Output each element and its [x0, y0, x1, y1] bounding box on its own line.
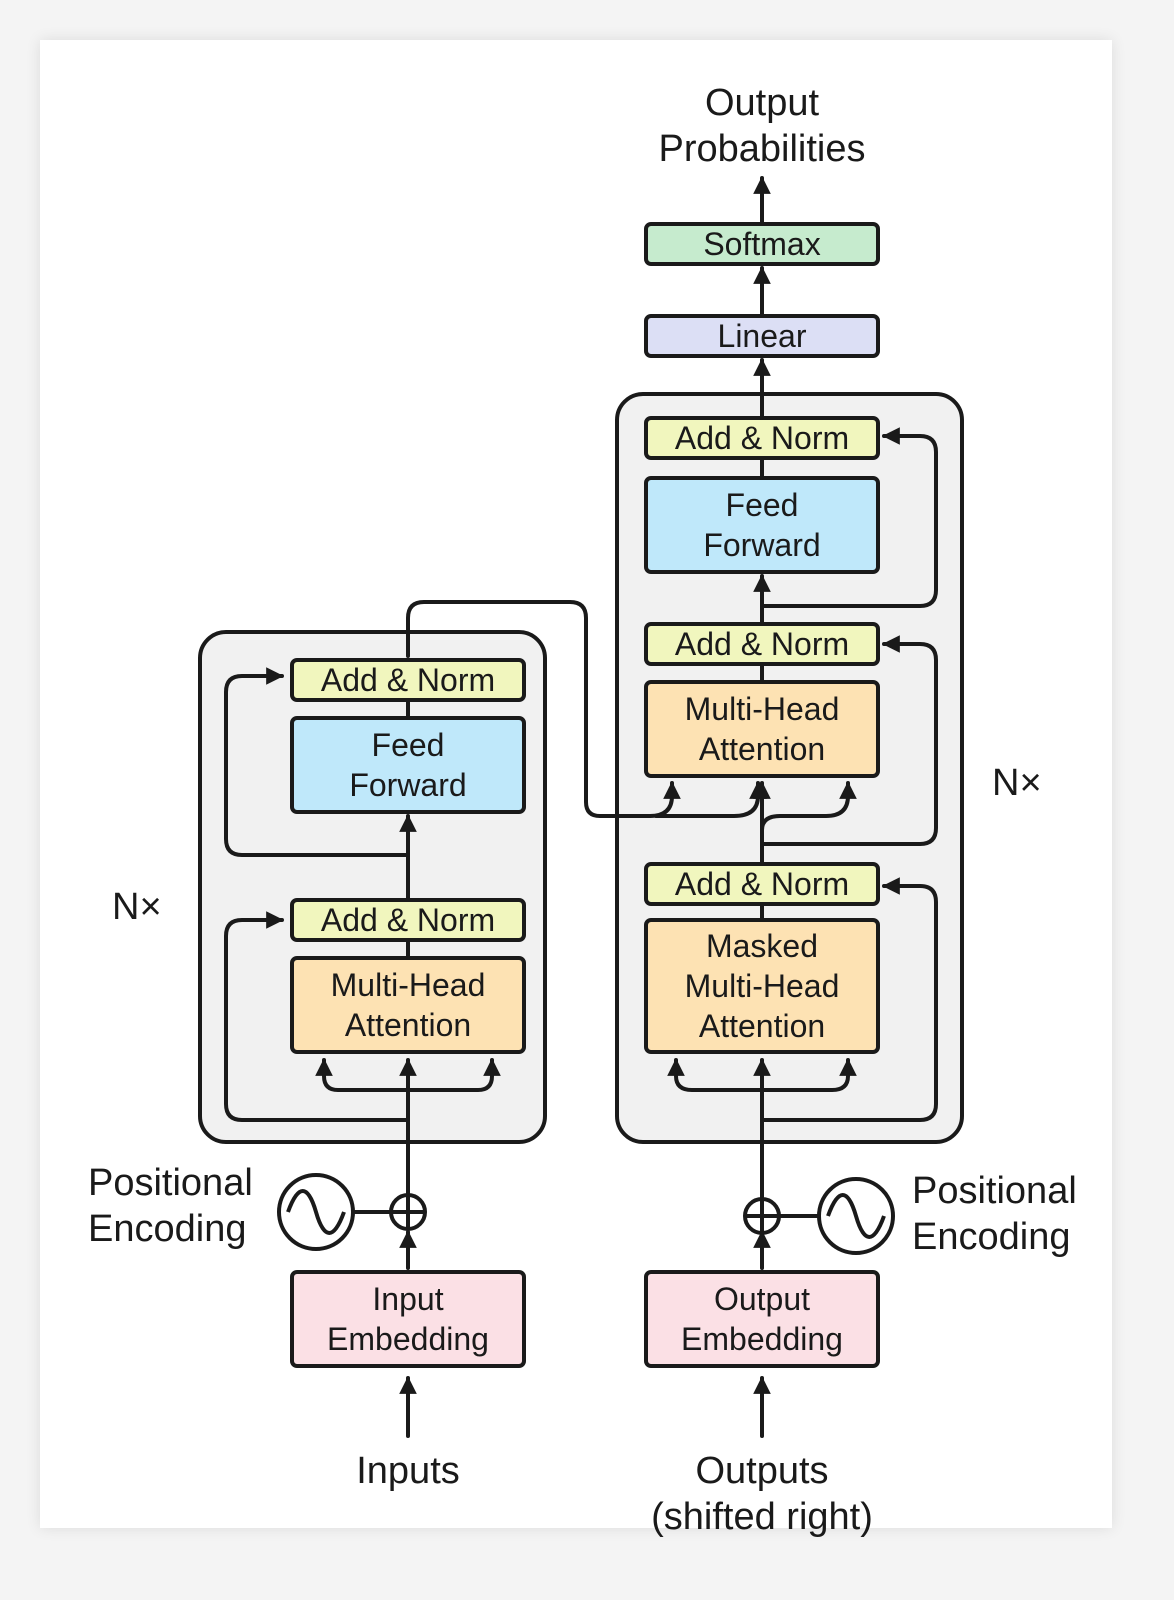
decoder-masked-branch-right — [760, 1058, 857, 1092]
encoder-residual-1 — [224, 911, 410, 1122]
input-positional-encoding-label: Positional Encoding — [88, 1162, 253, 1250]
decoder-query-branch — [760, 781, 857, 832]
encoder-attn-branch-right — [406, 1058, 501, 1092]
decoder-residual-2 — [760, 635, 938, 846]
input-embedding-box: Input Embedding — [290, 1270, 526, 1368]
decoder-add-norm-bottom: Add & Norm — [644, 862, 880, 906]
output-positional-encoding-icon — [817, 1177, 895, 1255]
decoder-residual-3 — [760, 427, 938, 608]
softmax-box: Softmax — [644, 222, 880, 266]
encoder-n-label: N× — [112, 886, 162, 928]
decoder-feed-forward: Feed Forward — [644, 476, 880, 574]
output-add-symbol — [743, 1197, 781, 1235]
decoder-masked-multi-head-attention: Masked Multi-Head Attention — [644, 918, 880, 1054]
input-positional-encoding-icon — [277, 1173, 355, 1251]
decoder-masked-branch-left — [667, 1058, 764, 1092]
linear-box: Linear — [644, 314, 880, 358]
decoder-add-norm-top: Add & Norm — [644, 416, 880, 460]
inputs-label: Inputs — [356, 1450, 460, 1492]
output-embedding-box: Output Embedding — [644, 1270, 880, 1368]
encoder-multi-head-attention: Multi-Head Attention — [290, 956, 526, 1054]
output-positional-encoding-label: Positional Encoding — [912, 1170, 1077, 1258]
outputs-label: Outputs (shifted right) — [651, 1450, 873, 1538]
encoder-feed-forward: Feed Forward — [290, 716, 526, 814]
input-add-symbol — [389, 1193, 427, 1231]
encoder-add-norm-bottom: Add & Norm — [290, 898, 526, 942]
encoder-add-norm-top: Add & Norm — [290, 658, 526, 702]
encoder-residual-2 — [224, 667, 410, 857]
encoder-output-link — [406, 600, 681, 818]
decoder-n-label: N× — [992, 762, 1042, 804]
encoder-attn-branch-left — [315, 1058, 410, 1092]
output-probabilities-label: Output Probabilities — [658, 82, 866, 170]
decoder-residual-1 — [760, 877, 938, 1122]
decoder-add-norm-mid: Add & Norm — [644, 622, 880, 666]
decoder-multi-head-attention: Multi-Head Attention — [644, 680, 880, 778]
